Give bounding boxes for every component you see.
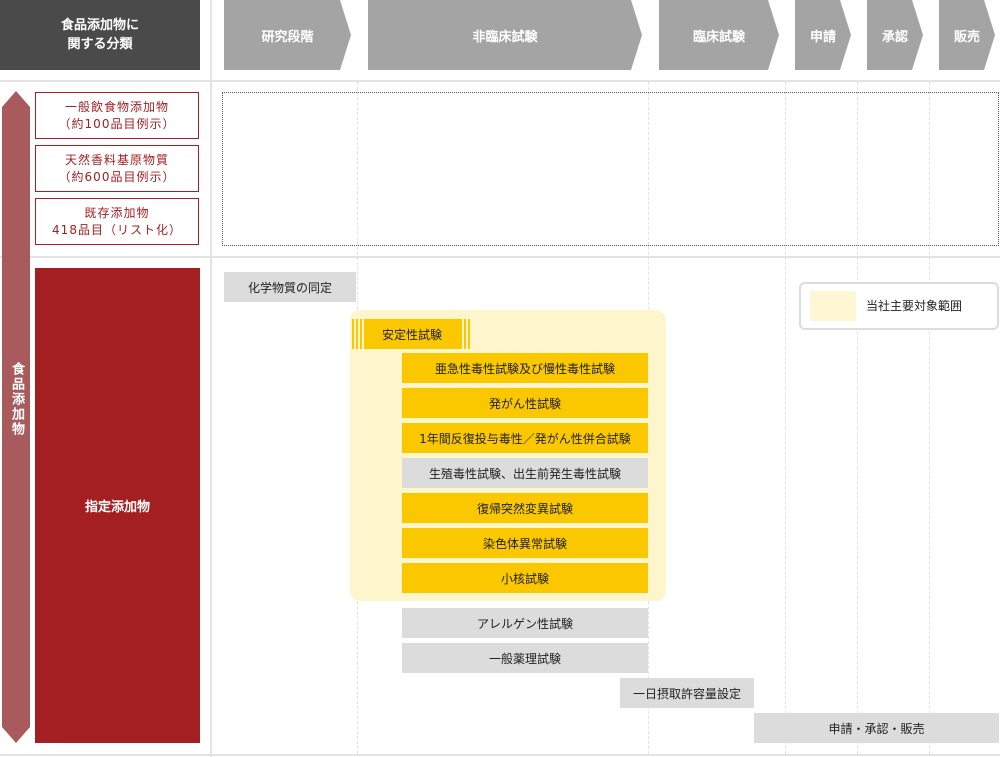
task-one-year-combined: 1年間反復投与毒性／発がん性併合試験 — [402, 423, 648, 453]
natural-flavor-box: 天然香料基原物質 （約600品目例示） — [35, 145, 199, 192]
legend-label: 当社主要対象範囲 — [866, 299, 963, 313]
food-additive-label: 食品添加物 — [9, 362, 24, 437]
existing-additive-box: 既存添加物 418品目（リスト化） — [35, 198, 199, 245]
legend — [799, 282, 999, 330]
stage-sales: 販売 — [939, 0, 995, 70]
stage-clinical: 臨床試験 — [659, 0, 779, 70]
stage-guide-line — [785, 82, 786, 754]
stage-guide-line — [929, 82, 930, 754]
food-additive-arrow — [2, 91, 30, 743]
task-chromosome-aberration: 染色体異常試験 — [402, 528, 648, 558]
task-allergenicity: アレルゲン性試験 — [402, 608, 648, 638]
bar-edge-stripes — [460, 319, 470, 349]
task-general-pharmacology: 一般薬理試験 — [402, 643, 648, 673]
task-micronucleus: 小核試験 — [402, 563, 648, 593]
task-reverse-mutation: 復帰突然変異試験 — [402, 493, 648, 523]
designated-additive-box: 指定添加物 — [35, 268, 200, 743]
task-carcinogenicity: 発がん性試験 — [402, 388, 648, 418]
column-divider — [210, 0, 212, 757]
row-divider-middle — [0, 256, 1000, 258]
task-stability: 安定性試験 — [356, 319, 468, 349]
stage-research: 研究段階 — [224, 0, 351, 70]
stage-approval: 承認 — [867, 0, 923, 70]
task-acute-chronic-toxicity: 亜急性毒性試験及び慢性毒性試験 — [402, 353, 648, 383]
classification-header: 食品添加物に 関する分類 — [0, 0, 200, 70]
row-divider-top — [0, 80, 1000, 82]
task-reproductive-toxicity: 生殖毒性試験、出生前発生毒性試験 — [402, 458, 648, 488]
task-apply-approve-sell: 申請・承認・販売 — [754, 713, 999, 743]
stage-nonclinical: 非臨床試験 — [368, 0, 642, 70]
row-divider-bottom — [0, 754, 1000, 756]
legend-swatch — [810, 291, 856, 321]
bar-edge-stripes — [352, 319, 364, 349]
stage-application: 申請 — [795, 0, 851, 70]
task-adi-setting: 一日摂取許容量設定 — [620, 678, 754, 708]
general-food-additive-box: 一般飲食物添加物 （約100品目例示） — [35, 92, 199, 139]
task-chemical-identity: 化学物質の同定 — [224, 272, 356, 302]
empty-process-area — [222, 92, 999, 246]
stage-guide-line — [857, 82, 858, 754]
